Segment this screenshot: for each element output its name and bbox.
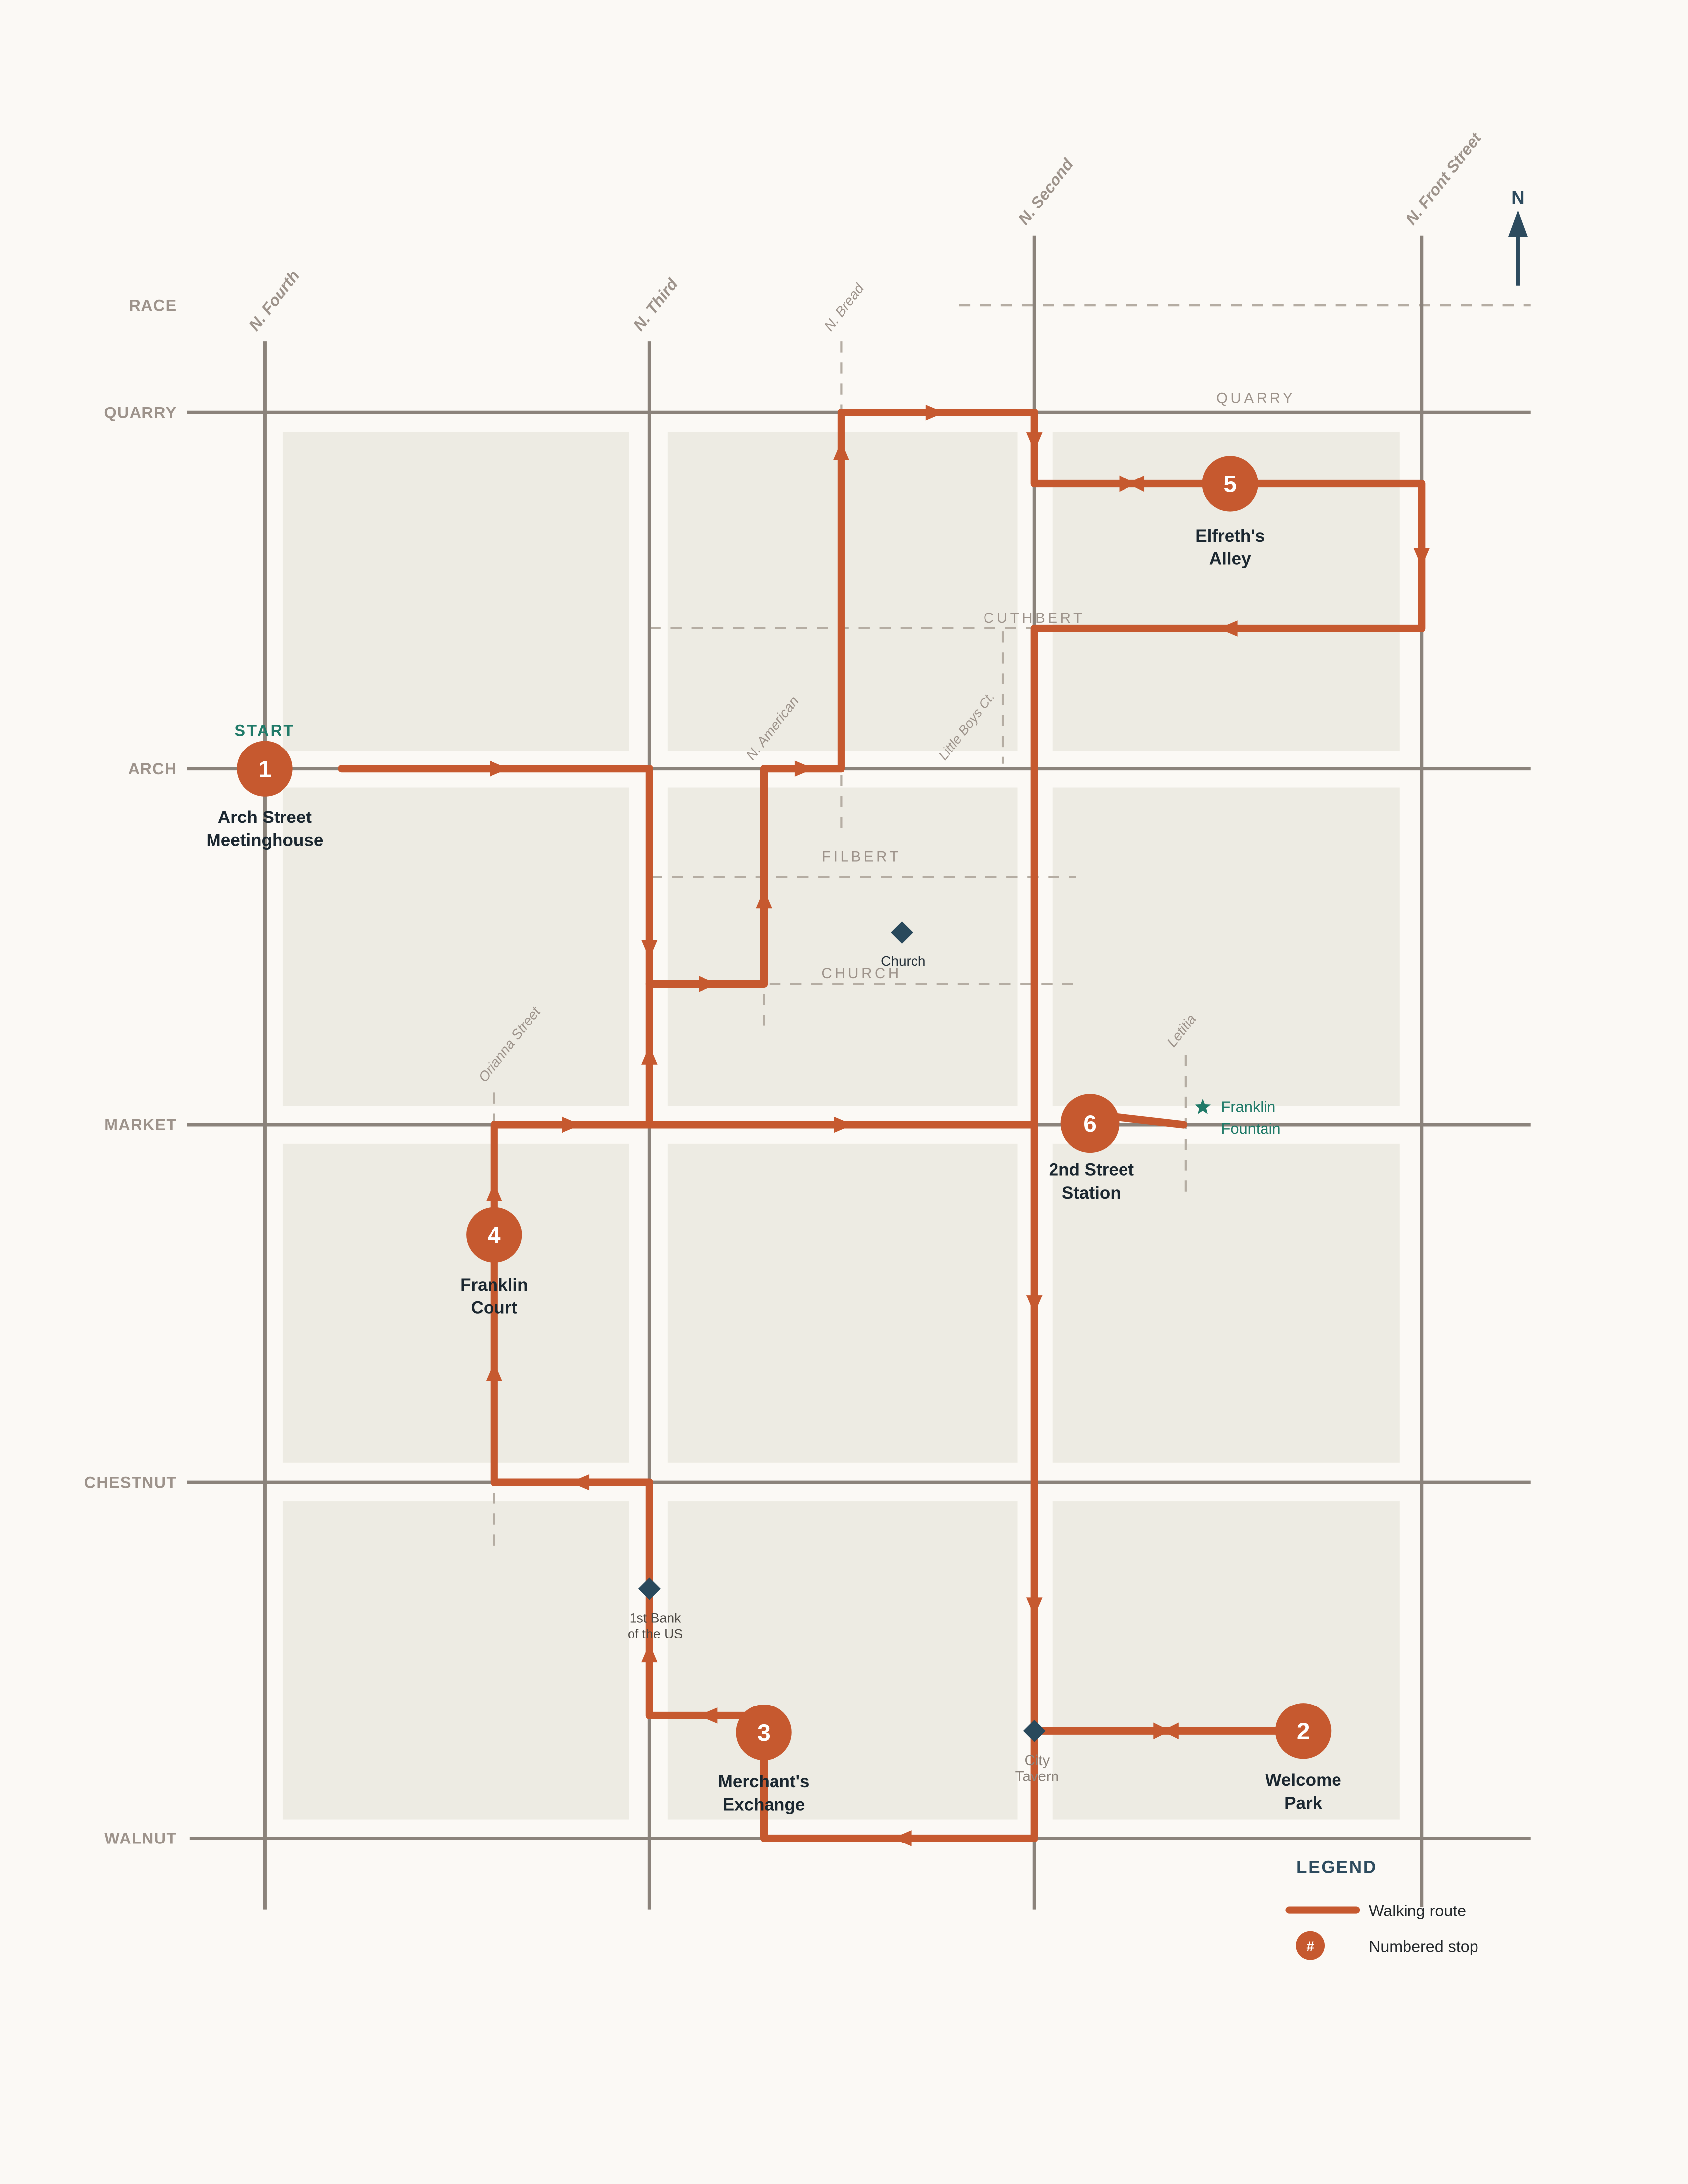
- poi-label-city-tavern: Tavern: [1015, 1768, 1059, 1784]
- stop-label-2: Welcome: [1265, 1771, 1341, 1790]
- route-arrow-down-icon: [1413, 548, 1430, 567]
- legend-stop-symbol: #: [1306, 1938, 1314, 1954]
- poi-diamond-church-icon: [891, 921, 913, 944]
- city-block: [1052, 787, 1400, 1106]
- north-label: N: [1511, 187, 1524, 207]
- route-arrow-right-icon: [562, 1116, 581, 1133]
- poi-label-first-bank: 1st Bank: [630, 1610, 681, 1625]
- stop-number-3: 3: [757, 1720, 771, 1746]
- stop-number-4: 4: [488, 1223, 501, 1249]
- north-arrow-icon: [1508, 210, 1528, 237]
- city-block: [667, 787, 1018, 1106]
- legend-stop-swatch-icon: [1296, 1931, 1325, 1960]
- stop-number-1: 1: [258, 756, 272, 782]
- poi-label-franklin-fountain: Franklin: [1221, 1098, 1275, 1116]
- route-arrow-down-icon: [1026, 432, 1043, 452]
- stop-label-6: 2nd Street: [1049, 1160, 1134, 1179]
- stop-label-3: Merchant's: [718, 1772, 810, 1791]
- route-arrow-left-icon: [1218, 620, 1238, 637]
- poi-label-first-bank: of the US: [628, 1627, 683, 1641]
- route-arrow-right-icon: [794, 760, 814, 777]
- stop-number-2: 2: [1297, 1718, 1310, 1745]
- route-arrow-up-icon: [756, 889, 772, 909]
- route-arrow-up-icon: [641, 1643, 658, 1663]
- route-arrow-left-icon: [892, 1830, 912, 1846]
- route-arrow-up-icon: [486, 1362, 502, 1381]
- stop-circle-4: [466, 1207, 522, 1263]
- stop-label-5: Alley: [1209, 549, 1251, 568]
- stop-number-5: 5: [1223, 471, 1237, 497]
- route-arrow-up-icon: [486, 1182, 502, 1201]
- stop-number-6: 6: [1083, 1111, 1097, 1137]
- corridor-label-church: CHURCH: [821, 965, 901, 982]
- walking-route-path: [338, 765, 653, 1129]
- street-label-market: MARKET: [104, 1116, 177, 1134]
- stop-label-1: Arch Street: [218, 808, 312, 827]
- route-arrow-up-icon: [833, 441, 849, 460]
- stop-circle-5: [1202, 456, 1258, 512]
- stop-label-1: Meetinghouse: [207, 830, 324, 850]
- stop-label-3: Exchange: [723, 1795, 805, 1814]
- poi-diamond-city-tavern-icon: [1023, 1719, 1046, 1742]
- poi-star-franklin-fountain-icon: [1195, 1099, 1211, 1114]
- city-block: [667, 1143, 1018, 1463]
- poi-label-church: Church: [881, 954, 925, 969]
- stop-label-6: Station: [1062, 1183, 1121, 1203]
- street-label-arch: ARCH: [128, 760, 177, 778]
- route-arrow-right-icon: [834, 1116, 853, 1133]
- street-label-race: RACE: [129, 296, 177, 314]
- route-roundtrip-icon: [1162, 1722, 1179, 1740]
- corridor-label-quarry: QUARRY: [1216, 390, 1295, 407]
- stop-label-2: Park: [1284, 1794, 1323, 1813]
- city-block: [282, 787, 629, 1106]
- stop-label-5: Elfreth's: [1196, 526, 1265, 546]
- stop-circle-6: [1060, 1094, 1120, 1153]
- city-block: [282, 1143, 629, 1463]
- route-arrow-right-icon: [699, 976, 718, 992]
- route-arrow-right-icon: [925, 405, 945, 421]
- route-arrow-down-icon: [1026, 1597, 1043, 1617]
- route-arrow-down-icon: [641, 940, 658, 959]
- start-label: START: [234, 722, 295, 740]
- legend-title: LEGEND: [1296, 1858, 1377, 1877]
- route-arrow-right-icon: [490, 760, 509, 777]
- street-label-chestnut: CHESTNUT: [84, 1473, 177, 1491]
- city-block: [282, 432, 629, 751]
- route-arrow-left-icon: [699, 1707, 718, 1724]
- route-roundtrip-icon: [1127, 475, 1145, 492]
- route-arrow-down-icon: [1026, 1295, 1043, 1314]
- corridor-label-cuthbert: CUTHBERT: [984, 610, 1085, 626]
- stop-circle-3: [736, 1704, 792, 1761]
- city-block: [1052, 1501, 1400, 1820]
- legend-item-label: Numbered stop: [1369, 1937, 1478, 1955]
- route-arrow-left-icon: [570, 1474, 590, 1491]
- street-label-walnut: WALNUT: [104, 1830, 177, 1847]
- street-label-quarry: QUARRY: [104, 404, 177, 422]
- stop-label-4: Court: [471, 1298, 518, 1317]
- legend-item-label: Walking route: [1369, 1902, 1466, 1920]
- stop-label-4: Franklin: [460, 1275, 528, 1295]
- city-block: [667, 1501, 1018, 1820]
- stop-circle-2: [1275, 1703, 1332, 1759]
- city-block: [1052, 1143, 1400, 1463]
- poi-label-city-tavern: City: [1024, 1752, 1050, 1769]
- city-block: [282, 1501, 629, 1820]
- route-arrow-up-icon: [641, 1045, 658, 1065]
- corridor-label-filbert: FILBERT: [822, 848, 901, 865]
- stop-circle-1: [237, 741, 293, 797]
- poi-diamond-first-bank-icon: [638, 1577, 661, 1600]
- poi-label-franklin-fountain: Fountain: [1221, 1120, 1280, 1137]
